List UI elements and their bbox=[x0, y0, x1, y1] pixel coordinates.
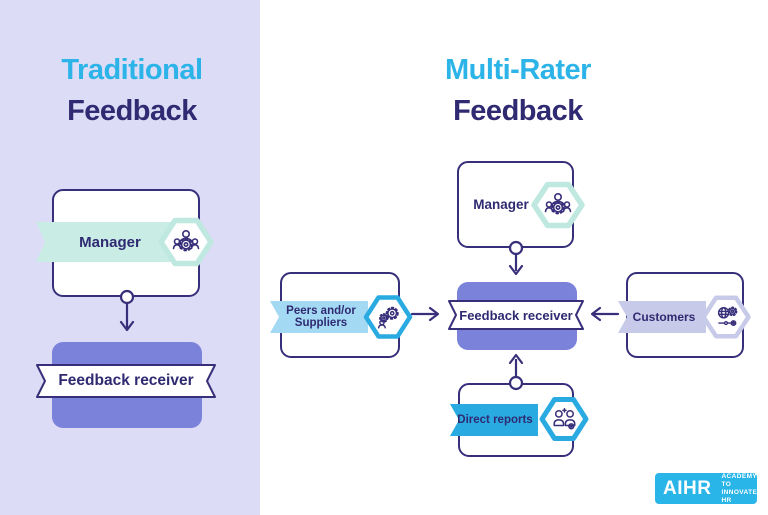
team-gear-icon bbox=[172, 229, 200, 252]
gears-person-icon bbox=[377, 306, 399, 329]
manager-label: Manager bbox=[473, 197, 529, 212]
aihr-logo-tagline: ACADEMY TO INNOVATE HR bbox=[721, 473, 757, 505]
peers-label-line2: Suppliers bbox=[294, 317, 348, 329]
peers-label-line1: Peers and/or bbox=[286, 305, 356, 317]
team-gear-icon bbox=[544, 192, 572, 215]
right-arrow bbox=[410, 306, 440, 322]
customers-ribbon bbox=[618, 301, 706, 333]
aihr-logo-tagline-line2: INNOVATE HR bbox=[721, 488, 758, 504]
peers-ribbon bbox=[270, 301, 368, 333]
aihr-logo: AIHR ACADEMY TO INNOVATE HR bbox=[655, 473, 757, 504]
aihr-logo-brand: AIHR bbox=[663, 478, 712, 499]
customers-label: Customers bbox=[632, 310, 696, 324]
left-arrow bbox=[590, 306, 620, 322]
aihr-logo-tagline-line1: ACADEMY TO bbox=[721, 472, 757, 488]
people-pair-icon bbox=[553, 407, 576, 430]
traditional-receiver-label: Feedback receiver bbox=[58, 372, 194, 389]
direct-reports-label: Direct reports bbox=[457, 414, 533, 426]
direct-reports-ribbon bbox=[450, 404, 538, 436]
down-arrow bbox=[119, 289, 135, 332]
traditional-title-line1: Traditional bbox=[61, 54, 203, 86]
traditional-title-line2: Feedback bbox=[67, 95, 197, 127]
multirater-title-line2: Feedback bbox=[453, 95, 583, 127]
peers-label: Peers and/or Suppliers bbox=[274, 301, 368, 333]
hexagon-badge bbox=[539, 397, 589, 441]
traditional-receiver-ribbon bbox=[36, 364, 216, 398]
multirater-title-line1: Multi-Rater bbox=[445, 54, 591, 86]
feedback-receiver-ribbon bbox=[448, 300, 584, 330]
globe-network-icon bbox=[717, 306, 738, 327]
feedback-receiver-label: Feedback receiver bbox=[459, 307, 573, 323]
up-arrow bbox=[508, 353, 524, 391]
down-arrow bbox=[508, 240, 524, 276]
traditional-manager-label: Manager bbox=[79, 233, 141, 251]
traditional-title: Traditional Feedback bbox=[0, 50, 264, 132]
multirater-title: Multi-Rater Feedback bbox=[384, 50, 652, 132]
traditional-manager-ribbon bbox=[36, 222, 188, 262]
